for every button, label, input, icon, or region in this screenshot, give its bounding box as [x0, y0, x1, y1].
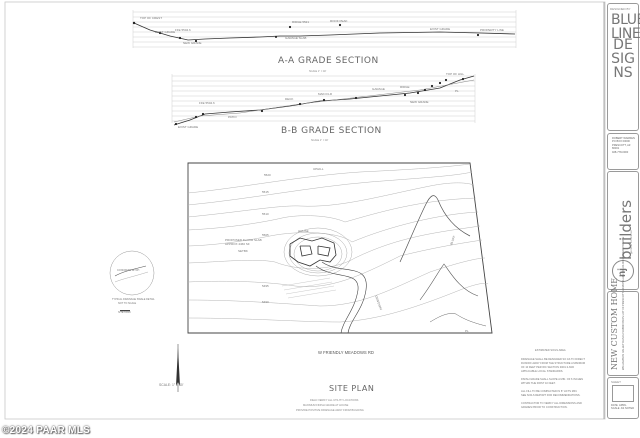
svg-text:5515: 5515	[262, 190, 269, 194]
company-name-line2: LINE	[611, 26, 640, 42]
svg-text:FFE 5504.6: FFE 5504.6	[175, 28, 191, 32]
svg-text:TOP OF HILL: TOP OF HILL	[446, 72, 465, 76]
aa-grade-section-title: A-A GRADE SECTION	[278, 56, 379, 66]
svg-text:RIDGE 5521: RIDGE 5521	[292, 20, 309, 24]
svg-text:DECK: DECK	[285, 97, 293, 101]
north-arrow-icon	[176, 344, 180, 392]
site-plan-title: SITE PLAN	[329, 384, 375, 393]
svg-text:5510: 5510	[262, 212, 269, 216]
company-name-line3: DESIGNS	[611, 37, 635, 81]
sheet-border	[4, 1, 606, 420]
svg-text:MAIN FLR: MAIN FLR	[318, 92, 333, 96]
sheet-date: DATE APRIL SCALE AS NOTED	[611, 404, 635, 411]
driveway	[321, 261, 367, 334]
svg-text:APPROX 4460 SF: APPROX 4460 SF	[225, 242, 250, 246]
svg-text:TOP OF CREST: TOP OF CREST	[140, 16, 162, 20]
svg-text:EXIST GRADE: EXIST GRADE	[430, 27, 450, 31]
builder-tagline: general contractor	[629, 229, 633, 254]
svg-text:SITE CALC: SITE CALC	[118, 311, 131, 314]
svg-text:DRIVEWAY: DRIVEWAY	[374, 295, 383, 311]
designer-contact-panel: ROBERT WARREN PO BOX 00000 PRESCOTT, AZ …	[607, 133, 639, 170]
svg-text:NOT TO SCALE: NOT TO SCALE	[118, 302, 137, 305]
builder-logo-icon	[612, 260, 634, 282]
svg-text:ESTIMATED SOILS AREA: ESTIMATED SOILS AREA	[535, 348, 566, 352]
property-boundary	[187, 162, 493, 334]
svg-text:ALL FILL TO BE COMPACTED IN 8": ALL FILL TO BE COMPACTED IN 8" LIFTS MIN…	[521, 389, 577, 393]
svg-text:PL: PL	[455, 89, 459, 93]
svg-text:TYPICAL DRAINAGE SWALE DETAIL: TYPICAL DRAINAGE SWALE DETAIL	[112, 298, 155, 301]
svg-text:SEE SOILS REPORT FOR RECOMMEND: SEE SOILS REPORT FOR RECOMMENDATIONS.	[521, 393, 581, 397]
svg-text:EXIST GRADE: EXIST GRADE	[178, 125, 198, 129]
builder-panel: builders general contractor nj	[607, 171, 639, 290]
svg-text:UPHILL: UPHILL	[313, 167, 324, 171]
sheet-number-box	[612, 385, 634, 402]
svg-text:CONTRACTOR TO VERIFY ALL DIMEN: CONTRACTOR TO VERIFY ALL DIMENSIONS AND	[521, 401, 582, 405]
svg-text:APPLICABLE LOCAL STANDARDS.: APPLICABLE LOCAL STANDARDS.	[521, 369, 564, 373]
title-block-company-panel: DESIGNED BY BLUE LINE DESIGNS	[607, 3, 640, 131]
bb-grade-section-title: B-B GRADE SECTION	[281, 126, 382, 136]
svg-text:CONCRETE DITCH: CONCRETE DITCH	[117, 269, 140, 272]
svg-text:PROPOSED FLOOR SLAB: PROPOSED FLOOR SLAB	[225, 238, 262, 242]
svg-text:RIDGE: RIDGE	[400, 85, 410, 89]
svg-text:GARAGE SLAB: GARAGE SLAB	[285, 36, 306, 40]
svg-text:OF 10 FEET PER IRC SECTION R40: OF 10 FEET PER IRC SECTION R401.3 AND	[521, 365, 574, 369]
svg-text:PROPERTY LINE: PROPERTY LINE	[480, 28, 504, 32]
company-name-line1: BLUE	[611, 12, 640, 28]
project-title: NEW CUSTOM HOME	[610, 277, 619, 370]
svg-text:HOUSE: HOUSE	[298, 229, 309, 233]
svg-text:NEW GRADE: NEW GRADE	[183, 41, 202, 45]
svg-text:MAXIMUM FINISH GRADE AT HOUSE: MAXIMUM FINISH GRADE AT HOUSE	[303, 403, 349, 407]
svg-text:WITHIN THE FIRST 10 FEET.: WITHIN THE FIRST 10 FEET.	[521, 381, 556, 385]
svg-text:FIELD VERIFY ALL UTILITY LOCAT: FIELD VERIFY ALL UTILITY LOCATIONS	[310, 398, 359, 402]
svg-text:RUNOFF AWAY FROM THE STRUCTURE: RUNOFF AWAY FROM THE STRUCTURE A MINIMUM	[521, 361, 585, 365]
svg-text:FINISH GRADE SHALL SLOPE A MIN: FINISH GRADE SHALL SLOPE A MIN. OF 6 INC…	[521, 377, 583, 381]
svg-text:BLUFF: BLUFF	[449, 235, 456, 245]
project-address: WILLIAMSON VALLEY RANCH SUBDIVISION LOT …	[622, 236, 625, 370]
sheet-label: SHEET	[611, 380, 622, 384]
svg-text:ROOF PEAK: ROOF PEAK	[330, 19, 348, 23]
bb-grade-section-drawing: EXIST GRADE FFE 5504.6 PATIO DECK MAIN FLR…	[171, 72, 476, 129]
svg-text:PROVIDE POSITIVE DRAINAGE AWAY: PROVIDE POSITIVE DRAINAGE AWAY FROM BUIL…	[296, 408, 364, 412]
svg-text:NEW GRADE: NEW GRADE	[410, 100, 429, 104]
drainage-notes: ESTIMATED SOILS AREA DRAINAGE SHALL BE D…	[521, 348, 585, 409]
scale-label: SCALE: 1" = 40'	[159, 383, 184, 387]
svg-text:PL: PL	[465, 329, 469, 333]
house-footprint	[289, 237, 337, 267]
svg-text:5520: 5520	[264, 173, 271, 177]
aa-section-scale: SCALE 1" = 40'	[309, 70, 327, 73]
svg-text:DRAINAGE SHALL BE DESIGNED SO: DRAINAGE SHALL BE DESIGNED SO AS TO DIRE…	[521, 357, 585, 361]
bb-section-scale: SCALE 1" = 40'	[311, 139, 329, 142]
svg-text:PATIO: PATIO	[228, 115, 237, 119]
svg-text:5495: 5495	[262, 284, 269, 288]
mls-copyright-watermark: ©2024 PAAR MLS	[2, 425, 91, 436]
svg-text:GARAGE: GARAGE	[372, 87, 385, 91]
designed-by-label: DESIGNED BY	[610, 7, 631, 11]
ridge-line	[399, 195, 471, 263]
road-label: W FRIENDLY MEADOWS RD	[318, 350, 374, 355]
svg-text:EXIST GRADE: EXIST GRADE	[155, 30, 175, 34]
designer-contact-text: ROBERT WARREN PO BOX 00000 PRESCOTT, AZ …	[612, 137, 635, 154]
svg-text:FFE 5504.6: FFE 5504.6	[199, 101, 215, 105]
drainage-detail-callout: CONCRETE DITCH TYPICAL DRAINAGE SWALE DE…	[109, 250, 155, 314]
project-panel: NEW CUSTOM HOME WILLIAMSON VALLEY RANCH …	[607, 237, 639, 376]
svg-text:SETBK: SETBK	[238, 249, 248, 253]
svg-text:5490: 5490	[262, 300, 269, 304]
svg-text:5505: 5505	[262, 233, 269, 237]
svg-text:GRADES PRIOR TO CONSTRUCTION.: GRADES PRIOR TO CONSTRUCTION.	[521, 405, 568, 409]
sheet-number-panel: SHEET DATE APRIL SCALE AS NOTED	[607, 377, 639, 419]
